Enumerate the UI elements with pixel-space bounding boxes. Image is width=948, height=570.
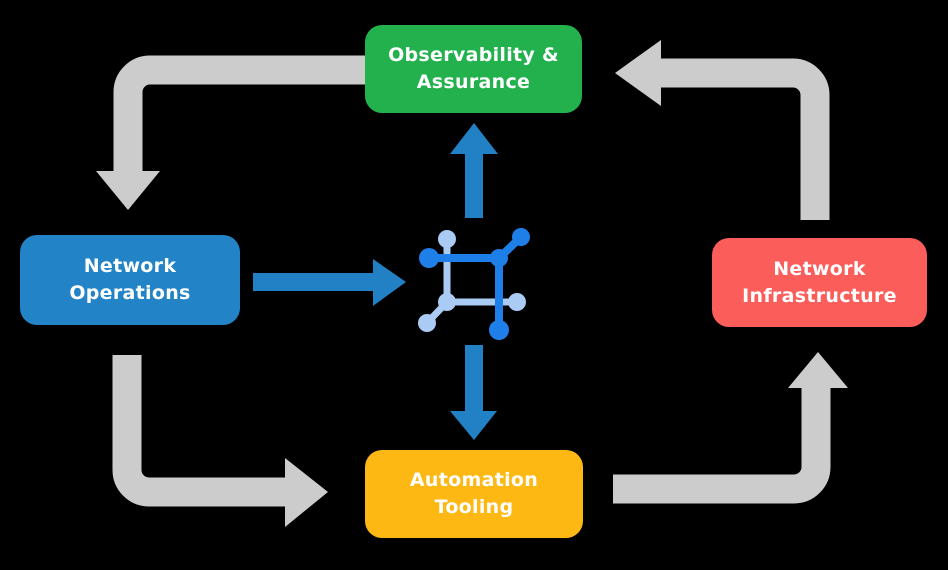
arrow-infrastructure-to-observability	[615, 40, 830, 220]
node-operations-label: Network Operations	[69, 255, 191, 304]
node-observability-assurance: Observability & Assurance	[365, 25, 582, 113]
arrow-automation-to-infrastructure	[613, 352, 848, 504]
node-automation-tooling: Automation Tooling	[365, 450, 583, 538]
arrow-center-to-observability	[450, 123, 498, 218]
node-automation-label: Automation Tooling	[409, 469, 539, 518]
node-network-infrastructure: Network Infrastructure	[712, 238, 927, 327]
node-network-operations: Network Operations	[20, 235, 240, 325]
network-nodes-icon	[418, 228, 530, 340]
arrow-observability-to-operations	[96, 55, 372, 210]
arrow-operations-to-center	[253, 259, 406, 306]
arrow-center-to-automation	[450, 345, 497, 440]
node-infrastructure-label: Network Infrastructure	[742, 257, 897, 307]
node-observability-label: Observability & Assurance	[388, 44, 559, 93]
arrow-operations-to-automation	[112, 355, 328, 527]
